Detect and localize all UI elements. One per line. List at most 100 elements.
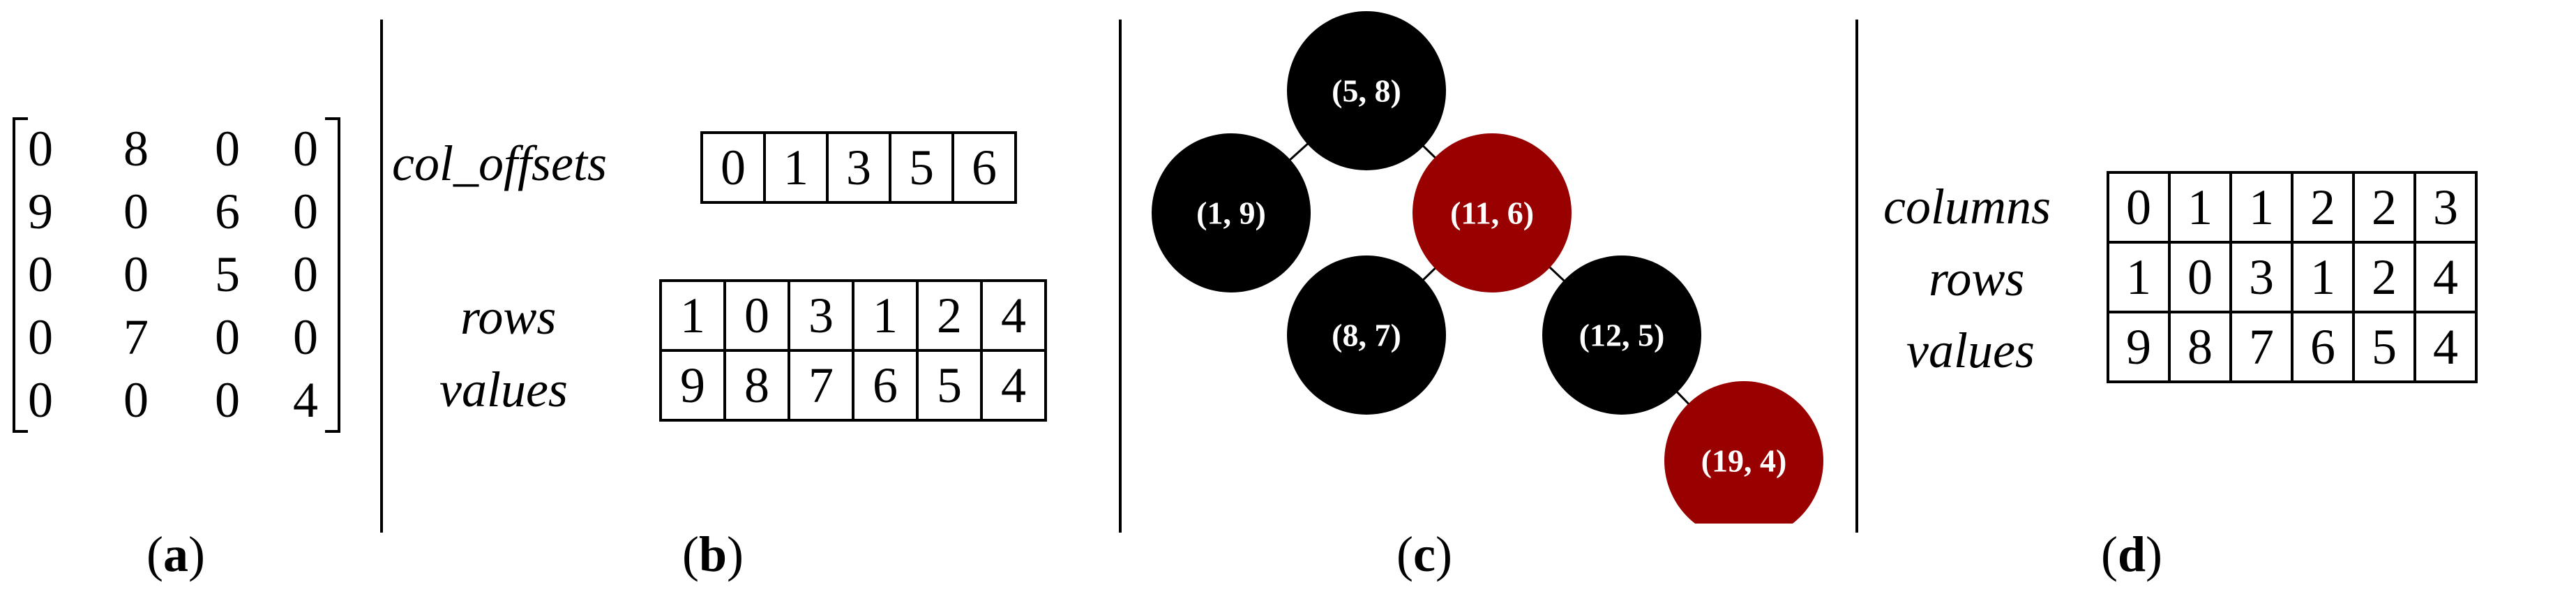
matrix-cell: 0 — [123, 372, 149, 428]
matrix-cell: 0 — [215, 121, 240, 177]
column-index-cell: 1 — [2168, 171, 2232, 244]
row-index-cell: 3 — [788, 279, 854, 352]
value-cell: 4 — [2413, 311, 2478, 383]
tree-node-label: (5, 8) — [1332, 73, 1401, 109]
matrix-right-bracket — [325, 117, 340, 433]
matrix-cell: 0 — [215, 372, 240, 428]
matrix-cell: 0 — [123, 246, 149, 302]
col-offset-cell: 6 — [951, 131, 1017, 204]
value-cell: 8 — [723, 349, 790, 422]
matrix-cell: 0 — [293, 246, 318, 302]
tree-node-label: (19, 4) — [1701, 443, 1787, 479]
rows-label-b: rows — [460, 289, 557, 345]
tree-node: (8, 7) — [1287, 255, 1446, 415]
row-index-cell: 1 — [2291, 241, 2355, 313]
value-cell: 5 — [2352, 311, 2416, 383]
rows-label-d: rows — [1929, 251, 2025, 306]
row-index-cell: 1 — [852, 279, 919, 352]
divider-a-b — [380, 20, 383, 533]
matrix-cell: 7 — [123, 309, 149, 365]
value-cell: 7 — [788, 349, 854, 422]
tree-node: (1, 9) — [1152, 133, 1311, 292]
row-index-cell: 2 — [916, 279, 983, 352]
tree-node-label: (12, 5) — [1579, 318, 1665, 353]
column-index-cell: 0 — [2107, 171, 2171, 244]
matrix-cell: 0 — [293, 184, 318, 239]
tree-node-label: (1, 9) — [1196, 195, 1266, 231]
tree-node-circle — [1413, 133, 1572, 292]
column-index-cell: 2 — [2291, 171, 2355, 244]
column-index-cell: 1 — [2229, 171, 2293, 244]
tree-node-circle — [1664, 381, 1823, 524]
matrix-cell: 0 — [28, 121, 53, 177]
tree-node-label: (8, 7) — [1332, 318, 1401, 353]
value-cell: 6 — [852, 349, 919, 422]
matrix-cell: 0 — [28, 372, 53, 428]
tree-node: (11, 6) — [1413, 133, 1572, 292]
values-label-d: values — [1906, 323, 2035, 378]
tree-node: (5, 8) — [1287, 11, 1446, 170]
row-index-cell: 3 — [2229, 241, 2293, 313]
value-cell: 7 — [2229, 311, 2293, 383]
tree-node: (19, 4) — [1664, 381, 1823, 524]
matrix-cell: 0 — [293, 121, 318, 177]
tree-node-label: (11, 6) — [1450, 195, 1534, 231]
values-label-b: values — [439, 362, 568, 417]
tree-node-circle — [1542, 255, 1701, 415]
matrix-cell: 4 — [293, 372, 318, 428]
row-index-cell: 1 — [659, 279, 726, 352]
matrix-cell: 6 — [215, 184, 240, 239]
panel-label-d: (d) — [2101, 526, 2163, 582]
row-index-cell: 2 — [2352, 241, 2416, 313]
divider-c-d — [1855, 20, 1858, 533]
col-offset-cell: 3 — [826, 131, 891, 204]
row-index-cell: 1 — [2107, 241, 2171, 313]
row-index-cell: 4 — [980, 279, 1047, 352]
row-index-cell: 0 — [723, 279, 790, 352]
matrix-left-bracket — [13, 117, 28, 433]
tree-node-circle — [1287, 255, 1446, 415]
matrix-cell: 0 — [123, 184, 149, 239]
col-offset-cell: 5 — [889, 131, 954, 204]
value-cell: 5 — [916, 349, 983, 422]
column-index-cell: 3 — [2413, 171, 2478, 244]
matrix-cell: 0 — [28, 246, 53, 302]
value-cell: 6 — [2291, 311, 2355, 383]
tree-node-circle — [1287, 11, 1446, 170]
col-offset-cell: 1 — [763, 131, 829, 204]
tree-node: (12, 5) — [1542, 255, 1701, 415]
panel-label-b: (b) — [682, 526, 744, 582]
matrix-cell: 9 — [28, 184, 53, 239]
value-cell: 4 — [980, 349, 1047, 422]
panel-label-a: (a) — [146, 526, 205, 582]
matrix-cell: 5 — [215, 246, 240, 302]
columns-label-d: columns — [1883, 179, 2051, 235]
value-cell: 9 — [2107, 311, 2171, 383]
tree-node-circle — [1152, 133, 1311, 292]
matrix-cell: 0 — [28, 309, 53, 365]
row-index-cell: 4 — [2413, 241, 2478, 313]
value-cell: 9 — [659, 349, 726, 422]
red-black-tree: (5, 8) (1, 9) (11, 6) (8, 7) (12, 5) (19, 4) — [1152, 11, 1823, 524]
panel-label-c: (c) — [1396, 526, 1452, 582]
matrix-cell: 0 — [293, 309, 318, 365]
matrix-cell: 8 — [123, 121, 149, 177]
col-offsets-label: col_offsets — [392, 135, 607, 191]
value-cell: 8 — [2168, 311, 2232, 383]
divider-b-c — [1119, 20, 1122, 533]
col-offset-cell: 0 — [700, 131, 766, 204]
